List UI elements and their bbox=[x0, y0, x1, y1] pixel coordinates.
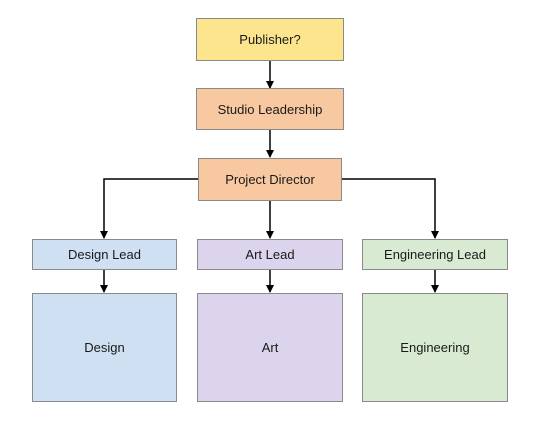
node-design-lead: Design Lead bbox=[32, 239, 177, 270]
node-label: Studio Leadership bbox=[217, 101, 323, 117]
node-label: Engineering bbox=[400, 340, 470, 355]
node-engineering: Engineering bbox=[362, 293, 508, 402]
node-engineering-lead: Engineering Lead bbox=[362, 239, 508, 270]
node-studio-leadership: Studio Leadership bbox=[196, 88, 344, 130]
node-label: Art bbox=[261, 340, 279, 355]
node-label: Design Lead bbox=[68, 247, 141, 262]
node-art: Art bbox=[197, 293, 343, 402]
node-label: Publisher? bbox=[239, 32, 301, 47]
node-label: Project Director bbox=[225, 172, 315, 187]
connector-director-design-lead bbox=[100, 178, 198, 239]
node-art-lead: Art Lead bbox=[197, 239, 343, 270]
node-project-director: Project Director bbox=[198, 158, 342, 201]
node-label: Engineering Lead bbox=[384, 247, 486, 262]
node-label: Art Lead bbox=[245, 247, 295, 262]
node-publisher: Publisher? bbox=[196, 18, 344, 61]
node-design: Design bbox=[32, 293, 177, 402]
node-label: Design bbox=[84, 340, 125, 355]
connector-director-eng-lead bbox=[342, 178, 439, 239]
